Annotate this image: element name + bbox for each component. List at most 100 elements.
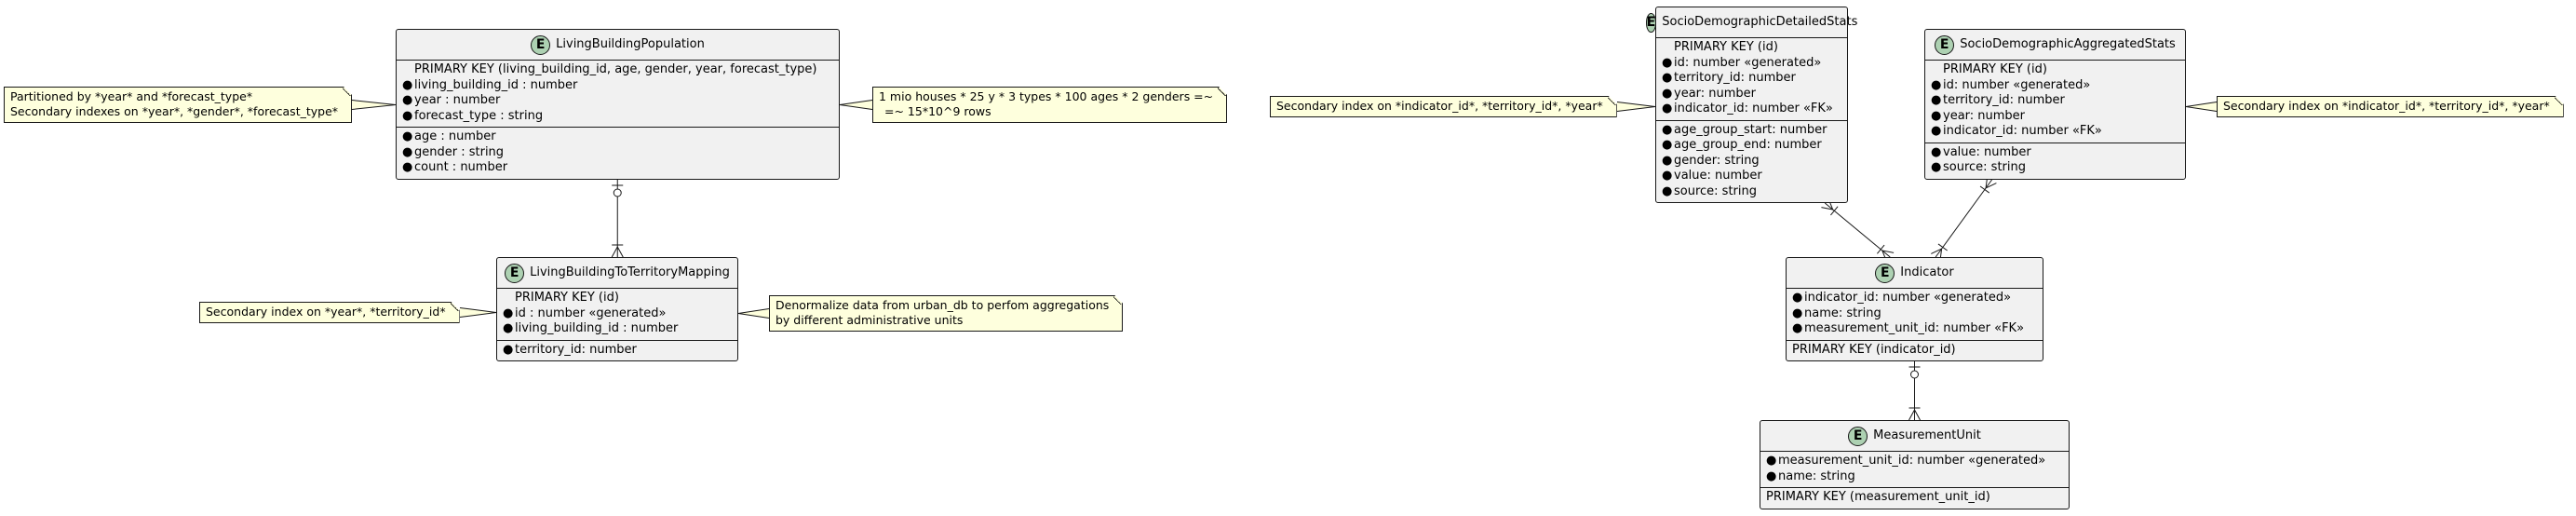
attribute-row: ●indicator_id: number «generated» [1792, 291, 2012, 305]
attribute-row: ●age_group_start: number [1662, 122, 1827, 137]
note-aggregated-index: Secondary index on *indicator_id*, *terr… [2217, 96, 2564, 117]
attribute-row: ●value: number [1662, 169, 1762, 183]
entity-living-building-population[interactable]: E LivingBuildingPopulation PRIMARY KEY (… [396, 29, 840, 180]
note-connector [2185, 102, 2218, 112]
attribute-row: ●territory_id: number [1931, 93, 2065, 107]
attribute-row: ●territory_id: number [503, 342, 637, 357]
mandatory-bullet-icon: ● [1931, 160, 1942, 174]
note-mapping-index: Secondary index on *year*, *territory_id… [199, 302, 460, 323]
primary-key-row: PRIMARY KEY (measurement_unit_id) [1766, 490, 1990, 504]
attribute-row: ●year: number [1931, 108, 2026, 123]
attribute-row: ●id: number «generated» [1931, 77, 2091, 92]
entity-measurement-unit[interactable]: E MeasurementUnit ●measurement_unit_id: … [1760, 420, 2070, 509]
zero-circle-marker [613, 188, 622, 197]
mandatory-bullet-icon: ● [402, 160, 413, 174]
entity-header: E SocioDemographicDetailedStats [1645, 7, 1857, 38]
entity-title: LivingBuildingPopulation [556, 36, 705, 51]
note-connector [459, 307, 497, 318]
entity-header: E SocioDemographicAggregatedStats [1925, 30, 2185, 61]
mandatory-bullet-icon: ● [1662, 138, 1673, 152]
entity-attributes: ●value: number ●source: string [1925, 142, 2185, 179]
note-line: Denormalize data from urban_db to perfom… [775, 298, 1110, 312]
note-line: Secondary index on *indicator_id*, *terr… [2223, 99, 2550, 113]
crows-foot-marker [1931, 248, 1942, 254]
entity-icon: E [1848, 426, 1868, 446]
attribute-row: ●indicator_id: number «FK» [1662, 102, 1833, 115]
mandatory-bullet-icon: ● [1792, 291, 1803, 305]
mandatory-bullet-icon: ● [1662, 169, 1673, 183]
mandatory-bullet-icon: ● [402, 129, 413, 143]
note-fold-icon [1113, 296, 1122, 305]
entity-header: E MeasurementUnit [1760, 421, 2069, 452]
mandatory-bullet-icon: ● [1662, 183, 1673, 198]
note-line: Secondary index on *year*, *territory_id… [206, 305, 446, 319]
relationship-line [1935, 179, 1992, 258]
mandatory-bullet-icon: ● [402, 77, 413, 92]
note-line: =~ 15*10^9 rows [884, 104, 991, 118]
crows-foot-marker [611, 246, 618, 258]
primary-key-row: PRIMARY KEY (id) [515, 291, 619, 305]
crows-foot-marker [1821, 207, 1833, 210]
note-partitioning: Partitioned by *year* and *forecast_type… [4, 87, 352, 123]
mandatory-bullet-icon: ● [503, 306, 514, 320]
entity-socio-demographic-aggregated-stats[interactable]: E SocioDemographicAggregatedStats PRIMAR… [1924, 29, 2186, 180]
mandatory-bullet-icon: ● [503, 342, 514, 357]
attribute-row: ●territory_id: number [1662, 71, 1796, 85]
note-row-estimate: 1 mio houses * 25 y * 3 types * 100 ages… [872, 87, 1227, 123]
one-bar-marker [1937, 243, 1948, 251]
one-bar-marker [1877, 244, 1885, 254]
mandatory-bullet-icon: ● [1931, 144, 1942, 159]
primary-key-row: PRIMARY KEY (id) [1674, 40, 1778, 54]
one-bar-marker [1979, 185, 1990, 194]
mandatory-bullet-icon: ● [1931, 93, 1942, 107]
attribute-row: ●source: string [1931, 160, 2027, 174]
attribute-row: ●age : number [402, 129, 496, 143]
note-line: Secondary index on *indicator_id*, *terr… [1276, 99, 1603, 113]
entity-attributes: ●territory_id: number [497, 339, 737, 361]
entity-icon: E [531, 34, 551, 55]
attribute-row: ●gender : string [402, 144, 505, 159]
entity-icon: E [505, 263, 525, 283]
entity-keys: ●measurement_unit_id: number «generated»… [1760, 452, 2069, 487]
attribute-row: ●value: number [1931, 144, 2031, 159]
relationship-line [1824, 202, 1891, 258]
crows-foot-marker [616, 246, 624, 258]
entity-keys: ●indicator_id: number «generated» ●name:… [1787, 289, 2043, 340]
entity-primary-key: PRIMARY KEY (indicator_id) [1787, 339, 2043, 361]
mandatory-bullet-icon: ● [1662, 153, 1673, 168]
entity-title: MeasurementUnit [1873, 428, 1981, 442]
mandatory-bullet-icon: ● [1792, 321, 1803, 335]
attribute-row: ●year: number [1662, 86, 1757, 101]
mandatory-bullet-icon: ● [1662, 71, 1673, 85]
primary-key-row: PRIMARY KEY (indicator_id) [1792, 342, 1956, 357]
note-connector [1616, 102, 1656, 112]
note-detailed-index: Secondary index on *indicator_id*, *terr… [1270, 96, 1617, 117]
attribute-row: ●count : number [402, 160, 508, 174]
mandatory-bullet-icon: ● [1766, 468, 1777, 483]
entity-socio-demographic-detailed-stats[interactable]: E SocioDemographicDetailedStats PRIMARY … [1645, 7, 1857, 203]
mandatory-bullet-icon: ● [1766, 454, 1777, 468]
note-fold-icon [2555, 97, 2563, 105]
mandatory-bullet-icon: ● [402, 93, 413, 107]
entity-indicator[interactable]: E Indicator ●indicator_id: number «gener… [1786, 257, 2043, 361]
entity-living-building-to-territory-mapping[interactable]: E LivingBuildingToTerritoryMapping PRIMA… [496, 257, 738, 361]
attribute-row: ●measurement_unit_id: number «generated» [1766, 454, 2046, 468]
attribute-row: ●measurement_unit_id: number «FK» [1792, 321, 2025, 335]
attribute-row: ●name: string [1792, 306, 1881, 320]
attribute-row: ●indicator_id: number «FK» [1931, 124, 2102, 138]
note-fold-icon [1218, 88, 1226, 96]
mandatory-bullet-icon: ● [1931, 108, 1942, 123]
primary-key-row: PRIMARY KEY (id) [1943, 62, 2047, 76]
entity-icon: E [1645, 12, 1657, 33]
note-connector [839, 100, 873, 110]
note-fold-icon [451, 303, 459, 311]
attribute-row: ●living_building_id : number [402, 77, 578, 92]
one-bar-marker [1830, 206, 1839, 216]
mandatory-bullet-icon: ● [1931, 124, 1942, 138]
entity-icon: E [1935, 34, 1955, 55]
entity-keys: PRIMARY KEY (id) ●id : number «generated… [497, 289, 737, 340]
note-fold-icon [343, 88, 351, 96]
attribute-row: ●name: string [1766, 468, 1855, 483]
attribute-row: ●gender: string [1662, 153, 1760, 168]
entity-attributes: ●age : number ●gender : string ●count : … [397, 127, 839, 179]
